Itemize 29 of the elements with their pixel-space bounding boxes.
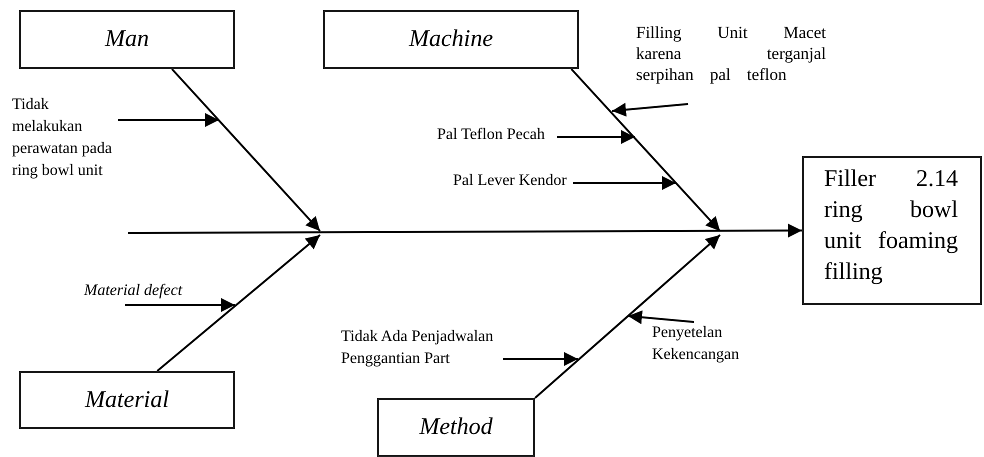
cause-label: Penyetelan Kekencangan <box>652 323 740 365</box>
category-label: Material <box>85 386 169 414</box>
cause-arrow <box>628 310 694 324</box>
category-box <box>323 10 579 69</box>
cause-label: Filling Unit Macet karena terganjal serpihan pal teflon <box>636 22 826 85</box>
category-label: Machine <box>409 26 493 53</box>
effect-box <box>802 156 982 305</box>
bone-arrow <box>156 234 321 372</box>
bone-arrow <box>534 234 721 399</box>
cause-arrow <box>612 102 688 117</box>
category-label: Man <box>105 26 149 53</box>
category-label: Method <box>419 414 493 441</box>
category-box <box>377 398 535 457</box>
cause-arrow <box>557 130 635 144</box>
cause-arrow <box>118 113 219 127</box>
cause-arrow <box>573 176 676 190</box>
bone-arrow <box>570 68 721 232</box>
spine-arrow <box>128 224 802 238</box>
category-box <box>19 10 235 69</box>
effect-label: Filler 2.14 ring bowl unit foaming filling <box>824 165 958 287</box>
cause-arrow <box>503 352 578 366</box>
bone-arrow <box>171 68 321 232</box>
cause-arrow <box>125 298 235 312</box>
cause-label: Material defect <box>84 281 184 301</box>
cause-label: Tidak melakukan perawatan pada ring bowl unit <box>12 95 113 181</box>
category-box <box>19 371 235 429</box>
cause-label: Pal Lever Kendor <box>453 171 568 191</box>
cause-label: Pal Teflon Pecah <box>437 125 546 145</box>
cause-label: Tidak Ada Penjadwalan Penggantian Part <box>341 327 494 369</box>
